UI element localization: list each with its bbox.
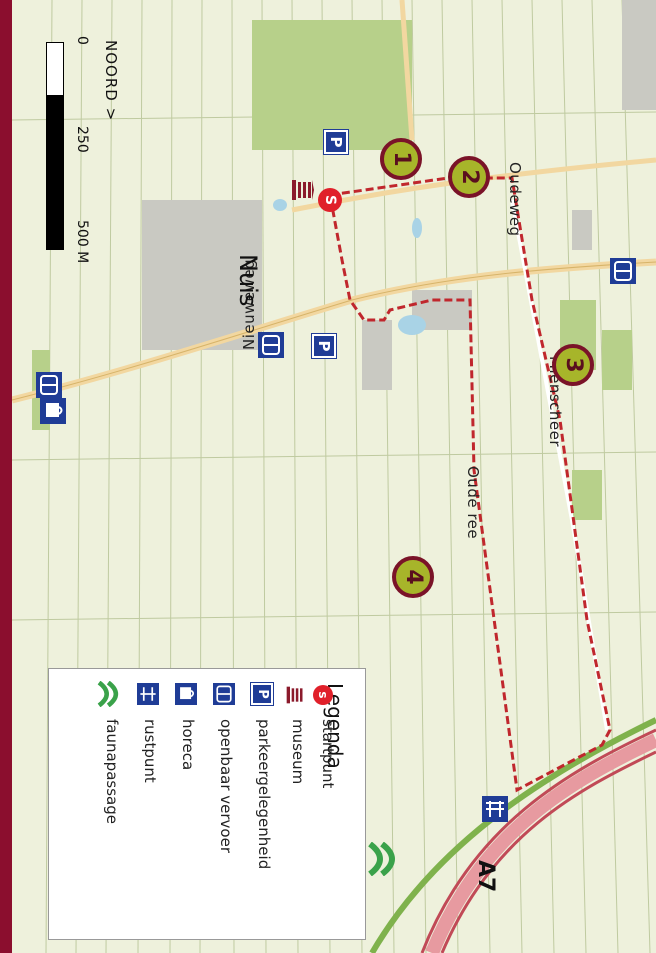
scale-label-250: 250 [74,126,90,153]
legend-label-rustpunt: rustpunt [141,719,159,783]
rest-icon[interactable] [482,796,508,822]
route-line [328,176,612,793]
map-canvas[interactable]: Oudeweg Nieuweweg Mienscheer Oude ree Nu… [12,0,656,953]
bus-icon [213,683,235,705]
legend: Legenda s P startpunt museum parkeergele… [48,668,366,940]
route-marker-1[interactable]: 1 [380,138,422,180]
legend-label-parkeergelegenheid: parkeergelegenheid [255,719,273,870]
parking-icon[interactable]: P [312,334,336,358]
route-marker-2[interactable]: 2 [448,156,490,198]
route-marker-3[interactable]: 3 [552,344,594,386]
parking-icon: P [251,683,273,705]
legend-label-museum: museum [289,719,307,785]
bus-icon[interactable] [258,332,284,358]
museum-icon[interactable] [290,178,314,202]
town-label: Nuis [234,254,262,307]
route-marker-4[interactable]: 4 [392,556,434,598]
bus-icon[interactable] [610,258,636,284]
scale-bar [46,42,64,250]
legend-label-openbaar-vervoer: openbaar vervoer [217,719,235,853]
road-label-oudeweg: Oudeweg [506,162,524,237]
museum-icon [286,686,303,704]
road-label-oude-ree: Oude ree [464,466,482,540]
highway-label: A7 [473,860,498,893]
north-arrow: NOORD > [102,40,120,122]
legend-label-faunapassage: faunapassage [103,719,121,824]
fauna-icon[interactable] [368,842,398,876]
horeca-icon [175,683,197,705]
fauna-icon [97,681,119,707]
start-icon[interactable]: S [318,188,342,212]
legend-label-startpunt: startpunt [319,719,337,789]
parking-icon[interactable]: P [324,130,348,154]
scale-label-500: 500 M [74,220,90,264]
bus-icon[interactable] [36,372,62,398]
start-icon: s [313,685,333,705]
rest-icon [137,683,159,705]
legend-label-horeca: horeca [179,719,197,771]
scale-label-0: 0 [74,36,90,45]
horeca-icon[interactable] [40,398,66,424]
